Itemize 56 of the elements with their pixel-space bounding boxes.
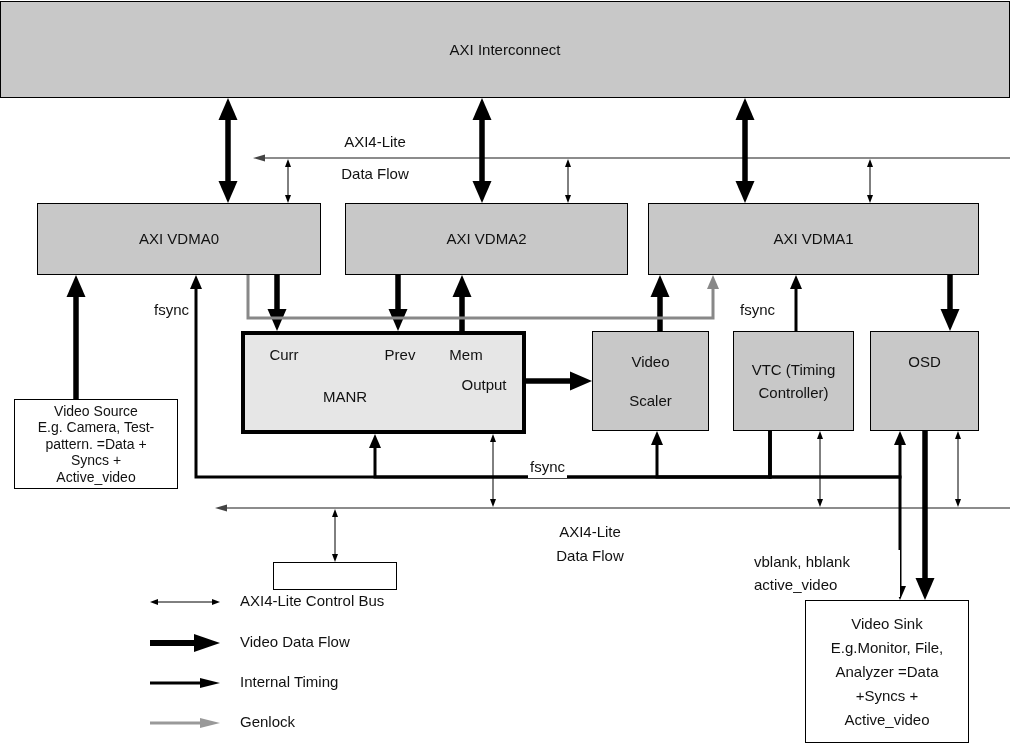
arrow — [285, 159, 291, 203]
block-label: E.g.Monitor, File, Analyzer =Data +Syncs + Active_video — [829, 637, 945, 730]
block-box — [37, 203, 321, 275]
block-box — [648, 203, 979, 275]
arrow — [867, 159, 873, 203]
block-box — [592, 331, 709, 431]
arrow — [817, 431, 823, 507]
arrow — [526, 371, 592, 391]
block-box — [0, 1, 1010, 98]
legend-label: Internal Timing — [240, 673, 339, 690]
arrow — [768, 431, 906, 600]
arrow — [940, 275, 960, 331]
arrow — [790, 275, 802, 331]
arrow — [490, 434, 496, 507]
arrow — [955, 431, 961, 507]
block-label: OSD — [908, 352, 941, 372]
processor-box — [273, 562, 397, 590]
arrow — [472, 98, 492, 203]
arrow — [246, 275, 719, 320]
block-label: E.g. Camera, Test-pattern. =Data + Syncs + Active_video — [36, 419, 156, 486]
arrow — [218, 98, 238, 203]
block-label: Curr — [268, 345, 300, 365]
block-label: Mem — [448, 345, 484, 365]
block-label: Video Sink — [851, 613, 923, 634]
bus-label: AXI4-Lite Data Flow — [340, 132, 410, 184]
bus-label: AXI4-Lite Data Flow — [555, 522, 625, 566]
block-label: MANR — [321, 387, 369, 407]
block-label: Output — [460, 375, 508, 395]
edge-label: vblank, hblank active_video — [752, 550, 900, 597]
arrow — [332, 509, 338, 562]
block-label: AXI VDMA2 — [446, 229, 527, 250]
block-label: VTC (Timing Controller) — [750, 359, 837, 403]
arrow — [388, 275, 408, 331]
block-box — [870, 331, 979, 431]
arrow — [66, 275, 86, 399]
arrow — [915, 431, 935, 600]
block-box — [733, 331, 854, 431]
block-label: AXI VDMA0 — [139, 229, 219, 250]
legend-label: Genlock — [240, 713, 296, 730]
legend-label: Video Data Flow — [240, 633, 350, 650]
block-label: Video Scaler — [628, 352, 673, 411]
block-label: AXI VDMA1 — [773, 229, 854, 250]
block-label: Video Source — [54, 402, 138, 420]
arrow — [651, 431, 772, 479]
arrow — [565, 159, 571, 203]
legend-label: AXI4-Lite Control Bus — [240, 592, 385, 609]
block-label: Prev — [383, 345, 417, 365]
arrow — [650, 275, 670, 331]
block-box — [805, 600, 969, 743]
block-box — [241, 331, 526, 434]
block-box — [345, 203, 628, 275]
block-box — [14, 399, 178, 489]
arrow — [267, 275, 287, 331]
block-label: AXI Interconnect — [449, 39, 561, 60]
arrow — [452, 275, 472, 331]
arrow — [735, 98, 755, 203]
